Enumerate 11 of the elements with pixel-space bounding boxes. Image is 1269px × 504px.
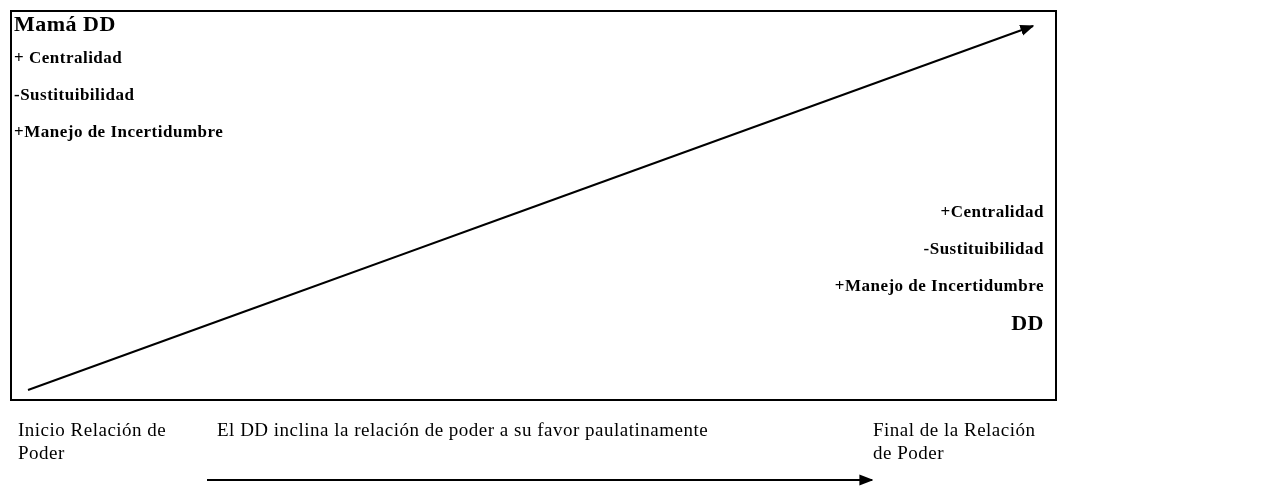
arrow [206,474,874,486]
stage-label: Final de la Relación de Poder [873,418,1037,464]
stage-label: Inicio Relación de Poder [18,418,168,464]
attribute-text: -Sustituibilidad [922,239,1044,259]
attribute-text: +Manejo de Incertidumbre [833,276,1044,296]
attribute-text: +Centralidad [939,202,1044,222]
attribute-text: +Manejo de Incertidumbre [14,122,225,142]
attribute-text: + Centralidad [14,48,124,68]
actor-heading: DD [1010,313,1044,333]
actor-heading: Mamá DD [14,14,117,34]
attribute-text: -Sustituibilidad [14,85,136,105]
